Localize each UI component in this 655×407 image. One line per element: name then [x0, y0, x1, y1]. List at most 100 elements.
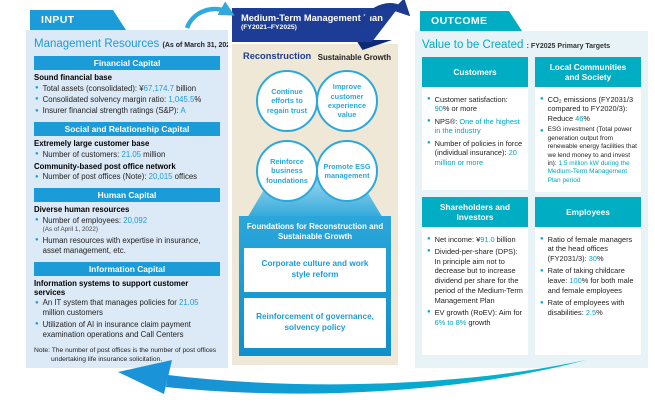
text-segment: % for both male and female employees	[547, 276, 634, 295]
text-segment: Number of customers:	[42, 149, 122, 159]
highlighted-value: 91.0	[480, 234, 495, 244]
group-heading: Sound financial base	[34, 73, 112, 82]
bullet-item: ●Insurer financial strength ratings (S&P…	[34, 106, 220, 116]
quadrant-header: Shareholders and Investors	[422, 197, 528, 227]
outcome-quadrant: Customers●Customer satisfaction: 90% or …	[422, 57, 528, 190]
capital-section-header: Social and Relationship Capital	[34, 122, 220, 137]
quadrant-body: ● CO₂ emissions (FY2031/3 compared to FY2…	[535, 87, 641, 192]
outcome-title-text: Value to be Created	[422, 39, 524, 51]
text-segment: million	[141, 149, 166, 159]
text-segment: %	[596, 307, 603, 317]
text-segment: Utilization of AI in insurance claim pay…	[42, 319, 191, 339]
highlighted-value: 20,092	[123, 215, 148, 225]
bullet-dot-icon: ●	[427, 236, 431, 242]
bullet-item: ●ESG investment (Total power generation …	[539, 126, 637, 185]
text-segment: CO₂ emissions (FY2031/3 compared to FY20…	[547, 94, 634, 124]
text-segment: Divided-per-share (DPS): In principle ai…	[434, 246, 523, 305]
highlighted-value: 67,174.7	[143, 83, 174, 93]
quadrant-body: ● Net income: ¥91.0 billion ●Divided-per-s…	[422, 227, 528, 355]
outcome-quadrant: Employees●Ratio of female managers at th…	[535, 197, 641, 355]
text-segment: %	[583, 114, 590, 124]
bullet-item: ●Ratio of female managers at the head of…	[539, 235, 637, 264]
highlighted-value: 100	[569, 276, 582, 286]
bullet-item: ●Number of employees: 20,092 (As of April…	[34, 216, 220, 235]
bullet-text: Rate of taking childcare leave: 100% for…	[548, 266, 637, 295]
plan-label-reconstruction: Reconstruction	[243, 51, 312, 61]
bullet-subnote: (As of April 1, 2022)	[42, 226, 98, 234]
text-segment: NPS®:	[434, 116, 460, 126]
bullet-text: CO₂ emissions (FY2031/3 compared to FY20…	[548, 95, 637, 124]
outcome-quadrant: Local Communities and Society●CO₂ emissi…	[535, 57, 641, 192]
bullet-dot-icon: ●	[427, 96, 431, 102]
bullet-dot-icon: ●	[35, 299, 39, 306]
bullet-text: Net income: ¥91.0 billion	[435, 235, 524, 245]
bullet-dot-icon: ●	[35, 151, 39, 158]
outcome-quadrant: Shareholders and Investors ● Net income: ¥…	[422, 197, 528, 355]
plan-circle-label: Improve customer experience value	[327, 82, 367, 120]
bullet-text: Human resources with expertise in insura…	[43, 236, 220, 256]
text-segment: %	[596, 254, 604, 264]
plan-header-ribbon-fold	[356, 40, 392, 50]
plan-foundation-block: Foundations for Reconstruction and Susta…	[239, 216, 391, 356]
outcome-quadrant-grid: Customers●Customer satisfaction: 90% or …	[422, 57, 641, 355]
plan-circle: Improve customer experience value	[316, 70, 378, 132]
bullet-text: Total assets (consolidated): ¥67,174.7 b…	[43, 84, 220, 94]
plan-circle-label: Reinforce business foundations	[266, 156, 308, 185]
bullet-dot-icon: ●	[540, 96, 544, 102]
bullet-item: ●Consolidated solvency margin ratio: 1,0…	[34, 95, 220, 105]
highlighted-value: 6% to 8%	[434, 317, 467, 327]
highlighted-value: 21.05	[179, 298, 199, 308]
text-segment: Number of policies in force (individual …	[434, 138, 523, 158]
bullet-text: Number of employees: 20,092 (As of April …	[43, 216, 220, 235]
bullet-text: Divided-per-share (DPS): In principle ai…	[435, 247, 524, 306]
text-segment: growth	[466, 317, 491, 327]
bullet-dot-icon: ●	[35, 85, 39, 91]
highlighted-value: 1.5 million kW during the Medium-Term Ma…	[547, 160, 630, 184]
text-segment: Number of employees:	[42, 215, 124, 225]
input-panel-title: Management Resources (As of March 31, 20…	[34, 38, 228, 50]
text-segment: offices	[172, 172, 198, 182]
foundation-box-governance: Reinforcement of governance, solvency po…	[244, 297, 386, 348]
input-title-suffix: (As of March 31, 2022)	[162, 42, 229, 49]
bullet-dot-icon: ●	[540, 267, 544, 274]
text-segment: ESG investment (Total power generation o…	[547, 126, 637, 168]
bullet-text: Number of customers: 21.05 million	[43, 150, 220, 160]
bullet-dot-icon: ●	[427, 118, 431, 125]
plan-header-banner: Medium-Term Management Plan (FY2021–FY20…	[232, 8, 398, 42]
text-segment: Ratio of female managers at the head off…	[547, 234, 633, 264]
bullet-dot-icon: ●	[35, 96, 39, 103]
text-segment: An IT system that manages policies for	[42, 298, 179, 308]
outcome-panel: Value to be Created : FY2025 Primary Tar…	[415, 31, 648, 368]
capital-section-header: Financial Capital	[34, 56, 220, 70]
input-title-text: Management Resources	[34, 38, 160, 50]
bullet-item: ● Net income: ¥91.0 billion	[426, 235, 524, 245]
text-segment: Total assets (consolidated): ¥	[42, 83, 144, 93]
plan-column-labels: Reconstruction Sustainable Growth	[232, 44, 398, 62]
highlighted-value: 2.5	[585, 307, 597, 317]
bullet-dot-icon: ●	[427, 248, 431, 255]
quadrant-header: Customers	[422, 57, 528, 87]
bullet-item: ● Total assets (consolidated): ¥67,174.7 …	[34, 84, 220, 94]
highlighted-value: 1,045.5	[168, 94, 195, 104]
plan-title: Medium-Term Management Plan	[241, 13, 383, 23]
group-heading: Extremely large customer base	[34, 139, 150, 149]
plan-label-sustainable-growth: Sustainable Growth	[317, 53, 391, 62]
quadrant-body: ●Ratio of female managers at the head of…	[535, 227, 641, 355]
text-segment: Rate of taking childcare leave:	[547, 266, 625, 286]
highlighted-value: A	[180, 106, 186, 116]
outcome-tab: OUTCOME	[420, 11, 522, 31]
bullet-item: ●Number of customers: 21.05 million	[34, 150, 220, 160]
input-to-plan-arrow	[184, 1, 235, 29]
bullet-text: NPS®: One of the highest in the industry	[435, 117, 524, 137]
bullet-dot-icon: ●	[540, 299, 544, 306]
highlighted-value: 46	[575, 114, 584, 124]
bullet-dot-icon: ●	[540, 127, 544, 134]
bullet-text: Number of post offices (Note): 20,015 of…	[43, 172, 220, 182]
bullet-item: ●Number of policies in force (individual…	[426, 139, 524, 168]
highlighted-value: 21.05	[121, 149, 142, 159]
bullet-dot-icon: ●	[35, 217, 39, 224]
plan-circle-label: Continue efforts to regain trust	[266, 86, 308, 115]
bullet-text: Number of policies in force (individual …	[435, 139, 524, 168]
plan-panel: Reconstruction Sustainable Growth Contin…	[232, 44, 398, 365]
